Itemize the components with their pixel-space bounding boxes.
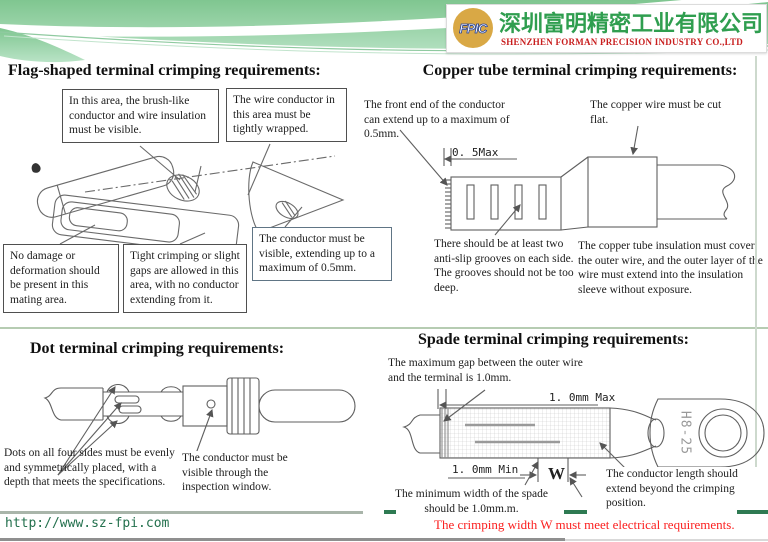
callout-conductor-visible: The conductor must be visible, extending… [252,227,392,282]
callout-conductor-length: The conductor length should extend beyon… [604,467,768,512]
footer-line-green-2 [564,510,587,514]
website-url-link[interactable]: http://www.sz-fpi.com [5,516,170,531]
bottom-edge-dark [0,538,565,541]
callout-brush-visible: In this area, the brush-like conductor a… [62,89,219,144]
dot-terminal-diagram [43,377,356,479]
footer-line-green-1 [384,510,396,514]
callout-tightly-wrapped: The wire conductor in this area must be … [226,88,347,143]
callout-tight-crimping: Tight crimping or slight gaps are allowe… [123,244,247,313]
dim-label-05max: 0. 5Max [452,146,499,159]
company-logo-box: FPIC 深圳富明精密工业有限公司 SHENZHEN FORMAN PRECIS… [446,4,767,53]
callout-max-gap: The maximum gap between the outer wire a… [388,357,583,384]
footer-line-green-3 [737,510,768,514]
horizontal-divider [0,327,768,329]
bottom-edge-light [565,539,768,541]
dim-label-1mm-max: 1. 0mm Max [549,391,616,404]
spade-terminal-diagram: H8-25 [402,389,765,498]
logo-text: FPIC [459,20,488,36]
callout-cut-flat: The copper wire must be cut flat. [590,99,722,126]
dim-label-1mm-min: 1. 0mm Min [452,463,519,476]
flag-section-title: Flag-shaped terminal crimping requiremen… [8,62,321,79]
copper-section-title: Copper tube terminal crimping requiremen… [422,62,738,79]
width-w-label: W [548,464,565,483]
flag-terminal-diagram [31,143,345,256]
company-name-chinese: 深圳富明精密工业有限公司 [499,11,764,37]
callout-inspection-window: The conductor must be visible through th… [180,451,304,496]
callout-insulation: The copper tube insulation must cover th… [578,240,763,297]
fpic-logo-icon: FPIC [453,8,493,48]
part-number-label: H8-25 [678,411,693,455]
callout-dots-symmetry: Dots on all four sides must be evenly an… [4,447,175,489]
company-name-english: SHENZHEN FORMAN PRECISION INDUSTRY CO.,L… [501,37,744,47]
footer-line-gray [0,511,363,514]
callout-front-end: The front end of the conductor can exten… [364,99,510,141]
copper-tube-diagram [399,125,736,236]
callout-min-width: The minimum width of the spade should be… [392,487,551,517]
callout-grooves: There should be at least two anti-slip g… [434,238,574,295]
dot-section-title: Dot terminal crimping requirements: [30,340,285,357]
right-edge-line [755,56,757,512]
spade-section-title: Spade terminal crimping requirements: [418,331,689,348]
callout-no-damage: No damage or deformation should be prese… [3,244,119,313]
crimping-width-warning: The crimping width W must meet electrica… [434,517,735,532]
